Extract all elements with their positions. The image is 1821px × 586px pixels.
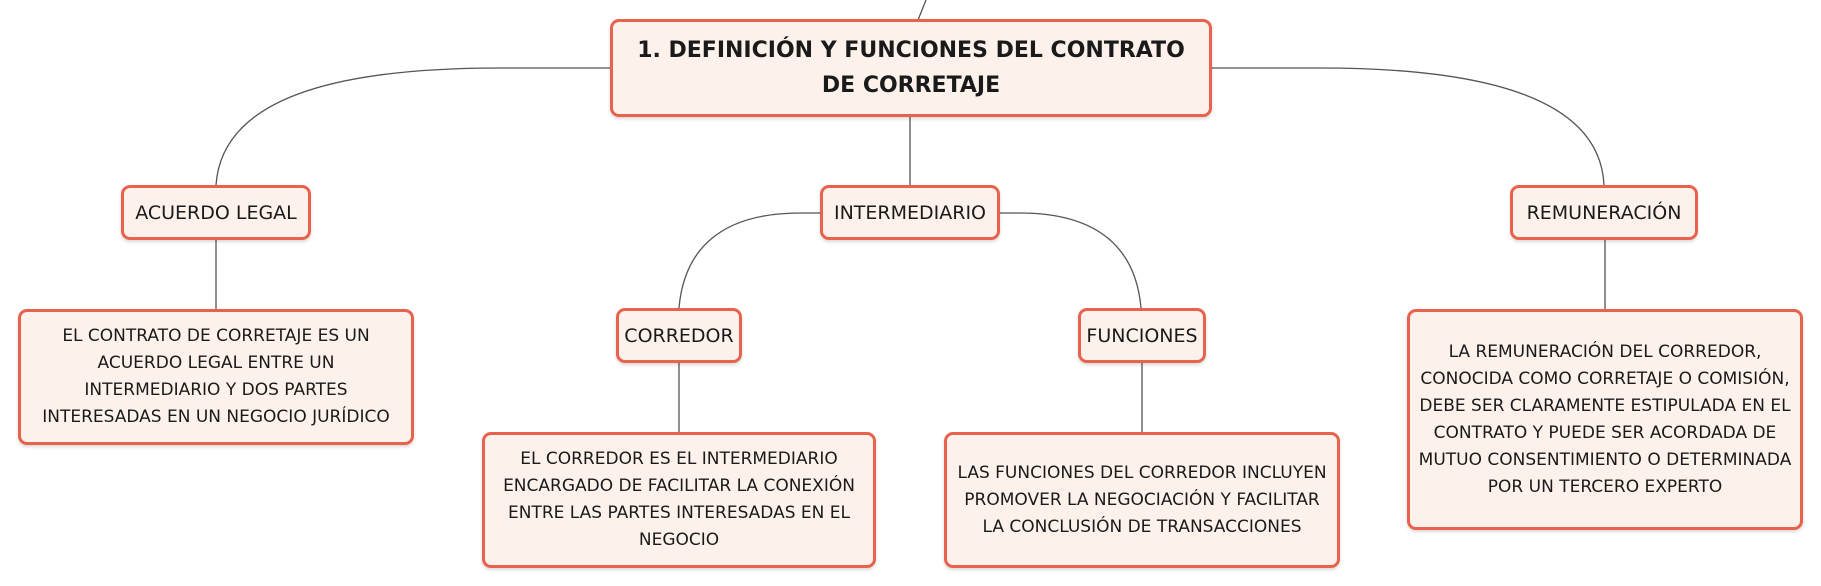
node-remuneracion-label: REMUNERACIÓN [1526,201,1682,224]
root-node-label: 1. DEFINICIÓN Y FUNCIONES DEL CONTRATO D… [637,38,1185,98]
node-funciones[interactable]: FUNCIONES [1078,308,1206,363]
connector-root-remuneracion [1211,67,1605,186]
node-remuneracion[interactable]: REMUNERACIÓN [1510,185,1698,240]
connector-root-acuerdo [215,67,611,186]
leaf-remuneracion[interactable]: LA REMUNERACIÓN DEL CORREDOR, CONOCIDA C… [1407,309,1803,530]
leaf-corredor-text: EL CORREDOR ES EL INTERMEDIARIO ENCARGAD… [503,449,855,550]
node-acuerdo-legal-label: ACUERDO LEGAL [135,201,297,224]
leaf-funciones[interactable]: LAS FUNCIONES DEL CORREDOR INCLUYEN PROM… [944,432,1340,568]
node-intermediario-label: INTERMEDIARIO [833,201,987,224]
node-corredor[interactable]: CORREDOR [616,308,742,363]
leaf-corredor[interactable]: EL CORREDOR ES EL INTERMEDIARIO ENCARGAD… [482,432,876,568]
leaf-funciones-text: LAS FUNCIONES DEL CORREDOR INCLUYEN PROM… [957,462,1327,537]
connector-incoming [917,0,927,21]
node-corredor-label: CORREDOR [624,324,734,347]
leaf-acuerdo-legal[interactable]: EL CONTRATO DE CORRETAJE ES UN ACUERDO L… [18,309,414,445]
root-node[interactable]: 1. DEFINICIÓN Y FUNCIONES DEL CONTRATO D… [610,19,1212,117]
node-acuerdo-legal[interactable]: ACUERDO LEGAL [121,185,311,240]
node-intermediario[interactable]: INTERMEDIARIO [820,185,1000,240]
leaf-acuerdo-legal-text: EL CONTRATO DE CORRETAJE ES UN ACUERDO L… [42,326,390,427]
connector-intermediario-corredor [678,212,822,309]
node-funciones-label: FUNCIONES [1086,324,1198,347]
leaf-remuneracion-text: LA REMUNERACIÓN DEL CORREDOR, CONOCIDA C… [1418,341,1792,497]
connector-intermediario-funciones [998,212,1142,309]
